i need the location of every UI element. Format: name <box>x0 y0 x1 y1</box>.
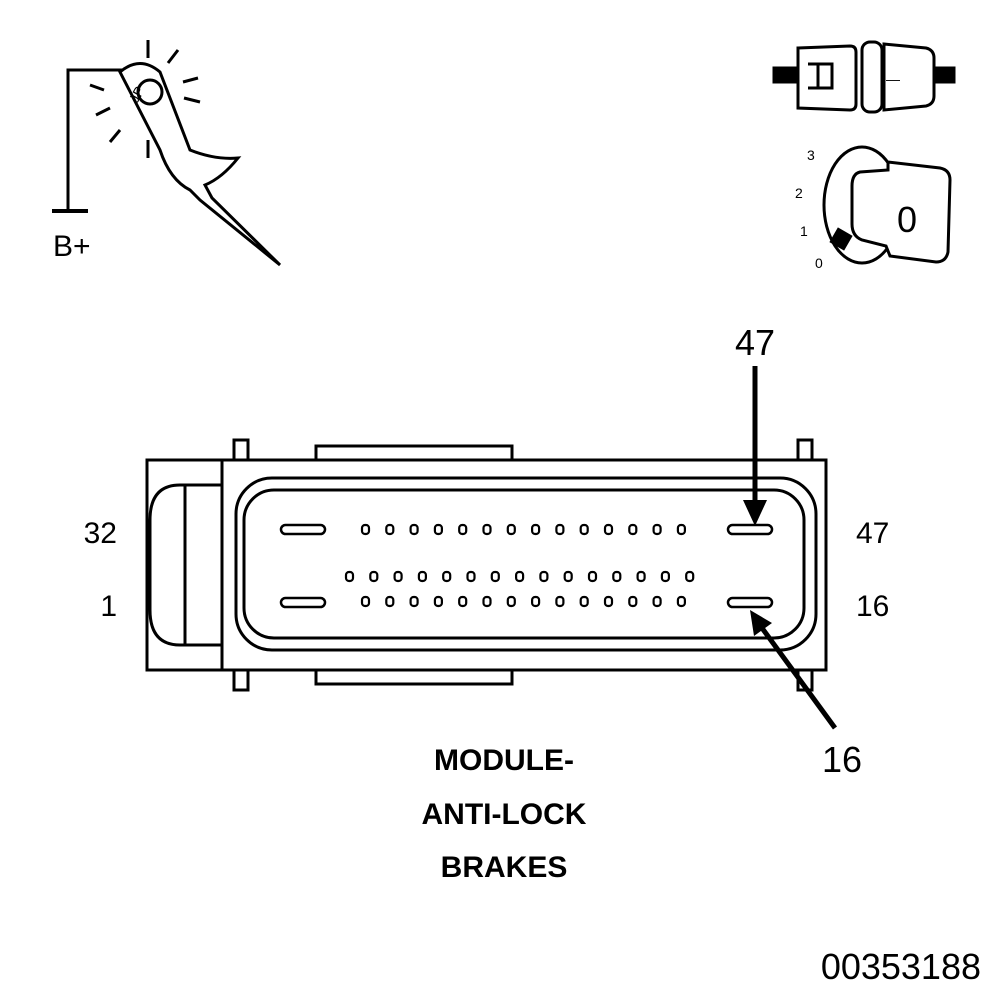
pin-middle-5 <box>442 570 452 583</box>
light-rays-icon <box>89 40 201 158</box>
pin-top-8 <box>530 523 541 536</box>
pin-bottom-2 <box>385 595 395 608</box>
pin-middle-9 <box>539 570 549 583</box>
caption-line-3: BRAKES <box>441 851 568 884</box>
b-plus-label: B+ <box>53 230 91 263</box>
pin-row-bottom <box>360 595 687 608</box>
pin-row-middle <box>344 570 695 583</box>
test-light-logo: JP <box>126 83 148 105</box>
pin-middle-15 <box>685 570 695 583</box>
pin-middle-6 <box>466 570 476 583</box>
pin-bottom-4 <box>433 595 443 608</box>
ignition-position-0: 0 <box>815 255 823 271</box>
pin-top-7 <box>506 523 516 536</box>
pin-bottom-11 <box>603 595 614 608</box>
connector-ear-top-right <box>796 438 814 460</box>
wire-left <box>772 66 800 84</box>
pin-bottom-13 <box>652 595 662 608</box>
pin-top-2 <box>385 523 395 536</box>
pin-bottom-10 <box>579 595 589 608</box>
pin-bottom-6 <box>482 595 492 608</box>
connector-face-inner <box>242 488 806 640</box>
pin-label-bottom-right: 16 <box>856 590 889 623</box>
test-light-body <box>118 62 282 267</box>
pin-bottom-1 <box>360 595 371 608</box>
pin-bottom-7 <box>506 595 516 608</box>
pin-bottom-9 <box>555 595 565 608</box>
disconnect-connector-icon <box>772 40 956 114</box>
connector-seal <box>860 40 884 114</box>
pin-middle-3 <box>393 570 403 583</box>
callout-arrow-bottom <box>750 610 838 730</box>
pin-middle-10 <box>563 570 573 583</box>
connector-half-left <box>796 44 858 112</box>
callout-label-bottom: 16 <box>822 739 862 780</box>
figure-number: 00353188 <box>821 946 981 987</box>
pin-row-top <box>360 523 687 536</box>
ignition-indicator <box>829 227 853 251</box>
pin-middle-11 <box>587 570 598 583</box>
pin-top-12 <box>628 523 638 536</box>
pin-1-wide <box>279 596 327 609</box>
connector-top-tab <box>314 444 514 462</box>
pin-label-top-left: 32 <box>84 517 117 550</box>
test-light-lead <box>66 68 130 210</box>
pin-16-wide <box>726 596 774 609</box>
pin-middle-2 <box>369 570 379 583</box>
pin-label-top-right: 47 <box>856 517 889 550</box>
callout-arrow-top <box>743 366 767 526</box>
ignition-position-2: 2 <box>795 185 803 201</box>
pin-middle-4 <box>417 570 427 583</box>
pin-top-11 <box>603 523 614 536</box>
pin-top-14 <box>676 523 687 536</box>
pin-top-6 <box>482 523 492 536</box>
caption-line-1: MODULE- <box>434 744 574 777</box>
pin-bottom-5 <box>458 595 468 608</box>
caption-line-2: ANTI-LOCK <box>422 798 587 831</box>
connector-face-outer <box>234 476 818 652</box>
pin-middle-1 <box>344 570 355 583</box>
pin-middle-14 <box>660 570 671 583</box>
pin-top-1 <box>360 523 371 536</box>
test-light-bulb <box>136 78 164 106</box>
pin-top-5 <box>458 523 468 536</box>
pin-bottom-12 <box>628 595 638 608</box>
abs-module-connector <box>145 438 828 692</box>
wire-right <box>932 66 956 84</box>
connector-latch <box>808 62 834 90</box>
ignition-key <box>850 160 952 264</box>
connector-pin-symbol: — <box>886 71 900 87</box>
pin-top-10 <box>579 523 589 536</box>
ignition-key-position: 0 <box>897 199 917 240</box>
ignition-position-1: 1 <box>800 223 808 239</box>
pin-middle-12 <box>612 570 622 583</box>
pin-top-4 <box>433 523 443 536</box>
connector-half-right <box>882 42 936 112</box>
pin-32-wide <box>279 523 327 536</box>
test-light-icon <box>52 40 282 267</box>
connector-bottom-tab <box>314 668 514 686</box>
pin-label-bottom-left: 1 <box>100 590 117 623</box>
connector-ear-bottom-left <box>232 670 250 692</box>
callout-label-top: 47 <box>735 322 775 363</box>
ignition-position-3: 3 <box>807 147 815 163</box>
pin-47-wide <box>726 523 774 536</box>
pin-middle-13 <box>636 570 646 583</box>
pin-bottom-3 <box>409 595 419 608</box>
pin-top-9 <box>555 523 565 536</box>
connector-ear-top-left <box>232 438 250 460</box>
pin-bottom-14 <box>676 595 687 608</box>
pin-middle-8 <box>514 570 525 583</box>
pin-bottom-8 <box>530 595 541 608</box>
connector-lock-lever <box>148 483 222 647</box>
pin-middle-7 <box>490 570 500 583</box>
pin-top-13 <box>652 523 662 536</box>
ignition-key-icon <box>822 145 952 265</box>
pin-top-3 <box>409 523 419 536</box>
